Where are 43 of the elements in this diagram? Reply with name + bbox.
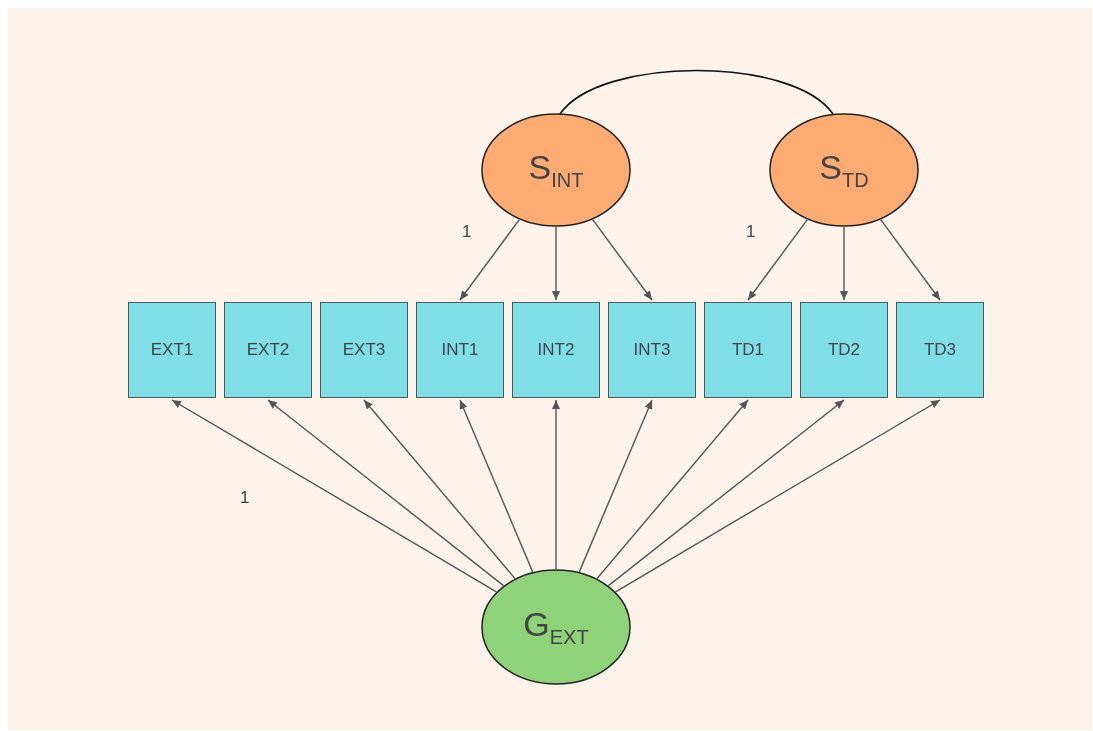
arrow bbox=[840, 226, 848, 301]
arrow bbox=[607, 399, 845, 587]
observed-variable-box bbox=[704, 302, 792, 398]
variable-label: S$_{INT}$ bbox=[528, 148, 584, 192]
arrow bbox=[552, 226, 560, 301]
arrow bbox=[578, 399, 653, 573]
variable-label: INT2 bbox=[537, 340, 575, 360]
arrow bbox=[614, 399, 941, 593]
variable-label: INT1 bbox=[441, 340, 479, 360]
observed-variable-box bbox=[320, 302, 408, 398]
edge-label: 1 bbox=[462, 222, 472, 242]
latent-variable-ellipse bbox=[769, 113, 919, 227]
arrow bbox=[552, 399, 560, 570]
variable-label: TD1 bbox=[731, 340, 765, 360]
observed-variable-box bbox=[512, 302, 600, 398]
variable-label: TD2 bbox=[827, 340, 861, 360]
variable-label: INT3 bbox=[633, 340, 671, 360]
latent-variable-ellipse bbox=[481, 569, 631, 685]
observed-variable-box bbox=[896, 302, 984, 398]
latent-variable-ellipse bbox=[481, 113, 631, 227]
arrow bbox=[363, 399, 516, 580]
observed-variable-box bbox=[224, 302, 312, 398]
edge-label: 1 bbox=[240, 488, 250, 508]
arrow bbox=[459, 219, 520, 301]
variable-label: S$_{TD}$ bbox=[819, 148, 869, 192]
observed-variable-box bbox=[128, 302, 216, 398]
arrow bbox=[267, 399, 505, 587]
covariance-curve bbox=[559, 69, 834, 115]
arrow bbox=[747, 219, 808, 301]
variable-label: EXT2 bbox=[246, 340, 290, 360]
observed-variable-box bbox=[608, 302, 696, 398]
variable-label: TD3 bbox=[923, 340, 957, 360]
arrow bbox=[171, 399, 498, 593]
observed-variable-box bbox=[416, 302, 504, 398]
variable-label: G$_{EXT}$ bbox=[523, 605, 589, 649]
arrow bbox=[880, 219, 941, 301]
observed-variable-box bbox=[800, 302, 888, 398]
variable-label: EXT1 bbox=[150, 340, 194, 360]
variable-label: EXT3 bbox=[342, 340, 386, 360]
arrow bbox=[596, 399, 749, 580]
arrow bbox=[459, 399, 534, 573]
edge-label: 1 bbox=[746, 222, 756, 242]
arrow bbox=[592, 219, 653, 301]
